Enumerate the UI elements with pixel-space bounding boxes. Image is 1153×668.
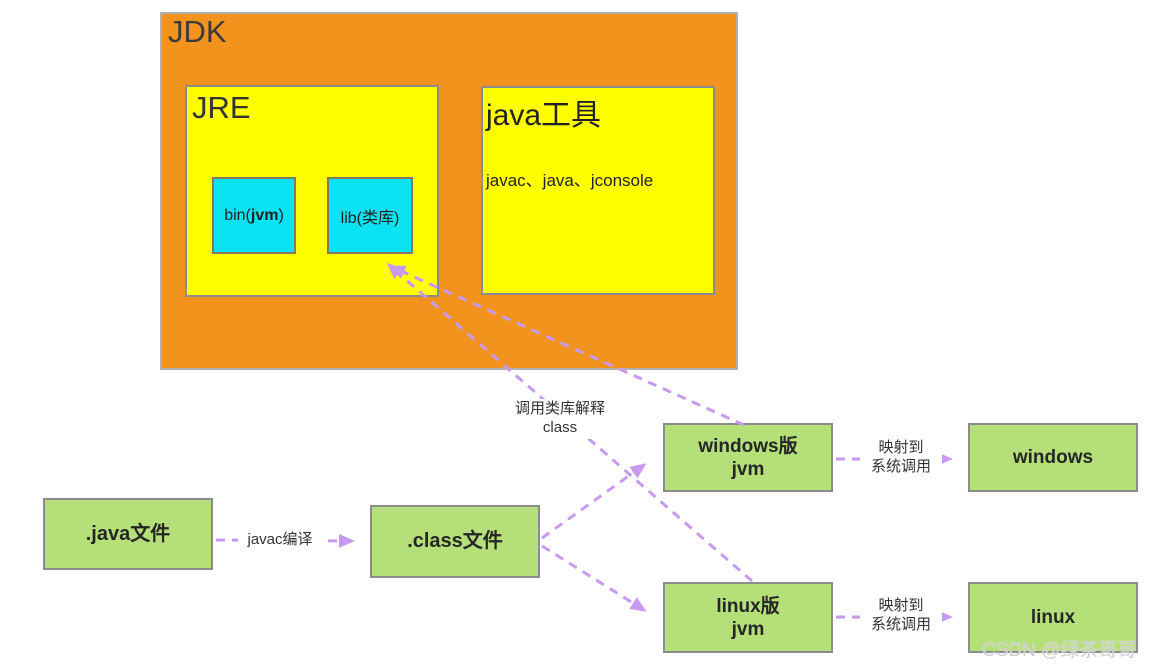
windows-os-node: windows	[968, 423, 1138, 492]
map-syscall-windows-line1: 映射到	[878, 439, 924, 456]
csdn-watermark: CSDN @绿茶哥哥	[982, 640, 1137, 661]
windows-os-label: windows	[1012, 447, 1094, 468]
call-library-label-line2: class	[542, 419, 578, 436]
java-file-node: .java文件	[43, 498, 213, 570]
lib-label: lib(类库)	[340, 209, 400, 227]
jre-title: JRE	[192, 90, 251, 125]
jdk-title: JDK	[168, 14, 227, 49]
windows-jvm-label-line1: windows版	[698, 435, 798, 457]
linux-jvm-node: linux版 jvm	[663, 582, 833, 653]
java-tools-items: javac、java、jconsole	[486, 171, 654, 190]
map-syscall-windows-line2: 系统调用	[870, 458, 931, 475]
bin-label-jvm: jvm	[250, 206, 279, 224]
arrow-class-to-windows-jvm	[541, 463, 647, 540]
linux-os-label: linux	[1030, 607, 1076, 628]
map-syscall-linux-line1: 映射到	[878, 597, 924, 614]
arrow-class-to-linux-jvm	[541, 544, 647, 612]
map-syscall-linux-line2: 系统调用	[870, 616, 931, 633]
class-file-label: .class文件	[407, 530, 503, 552]
java-file-label: .java文件	[85, 522, 171, 545]
java-tools-title: java工具	[486, 99, 602, 132]
linux-jvm-label-line1: linux版	[716, 595, 780, 617]
call-library-label-line1: 调用类库解释	[514, 400, 605, 417]
lib-box: lib(类库)	[327, 177, 413, 254]
map-syscall-label-windows: 映射到 系统调用	[860, 438, 942, 478]
class-file-node: .class文件	[370, 505, 540, 578]
bin-label-suffix: )	[278, 206, 284, 224]
call-library-label: 调用类库解释 class	[496, 399, 624, 439]
bin-jvm-box: bin(jvm)	[212, 177, 296, 254]
windows-jvm-node: windows版 jvm	[663, 423, 833, 492]
linux-jvm-label-line2: jvm	[731, 618, 765, 640]
map-syscall-label-linux: 映射到 系统调用	[860, 596, 942, 636]
bin-label-prefix: bin(	[224, 206, 251, 224]
javac-compile-label: javac编译	[238, 530, 322, 550]
linux-os-node: linux	[968, 582, 1138, 653]
windows-jvm-label-line2: jvm	[731, 458, 765, 480]
